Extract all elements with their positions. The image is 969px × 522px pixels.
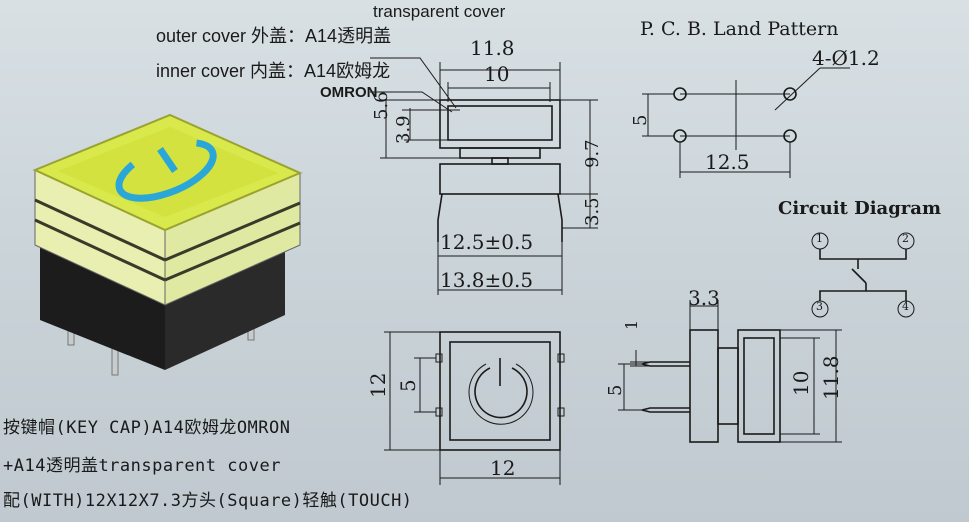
pin-2-label: 2 <box>902 232 909 245</box>
dim-10: 10 <box>484 62 510 86</box>
label-inner-cover: inner cover 内盖：A14欧姆龙 <box>156 61 391 81</box>
side-view-drawing <box>618 300 842 443</box>
pin-1-label: 1 <box>816 232 823 245</box>
dim-top-5-v: 5 <box>396 379 420 392</box>
pin-4-label: 4 <box>902 300 909 313</box>
dim-side-3-3: 3.3 <box>688 286 720 310</box>
pin-3-label: 3 <box>816 300 823 313</box>
dim-side-1: 1 <box>622 319 641 330</box>
dim-5-6: 5.6 <box>371 91 392 120</box>
label-omron: OMRON <box>320 84 378 101</box>
dim-side-10: 10 <box>789 370 813 396</box>
product-photo <box>32 113 303 376</box>
dim-top-12-v: 12 <box>366 372 390 398</box>
dim-13-8-tol: 13.8±0.5 <box>440 268 534 292</box>
dim-12-5-tol: 12.5±0.5 <box>440 230 534 254</box>
dim-pcb-5: 5 <box>630 114 651 126</box>
circuit-diagram-title: Circuit Diagram <box>778 198 942 219</box>
dim-side-5: 5 <box>605 384 626 396</box>
top-view-drawing <box>384 331 565 485</box>
dim-3-5: 3.5 <box>582 197 603 226</box>
dim-11-8: 11.8 <box>470 36 515 60</box>
pcb-land-pattern-title: P. C. B. Land Pattern <box>640 18 839 40</box>
dim-pcb-12-5: 12.5 <box>705 150 750 174</box>
description-line-2: +A14透明盖transparent cover <box>3 456 281 476</box>
description-line-1: 按键帽(KEY CAP)A14欧姆龙OMRON <box>3 418 291 438</box>
description-line-3: 配(WITH)12X12X7.3方头(Square)轻触(TOUCH) <box>3 491 413 511</box>
pcb-land-pattern-drawing <box>642 67 850 178</box>
dim-side-11-8: 11.8 <box>819 355 843 400</box>
label-transparent-cover: transparent cover <box>373 2 506 21</box>
circuit-diagram-drawing <box>811 232 915 318</box>
label-outer-cover: outer cover 外盖：A14透明盖 <box>156 26 392 46</box>
dim-3-9: 3.9 <box>393 115 414 144</box>
dim-top-12-h: 12 <box>490 456 516 480</box>
dim-hole-spec: 4-Ø1.2 <box>812 46 880 70</box>
side-elevation-drawing <box>370 57 598 295</box>
dim-9-7: 9.7 <box>582 139 603 168</box>
